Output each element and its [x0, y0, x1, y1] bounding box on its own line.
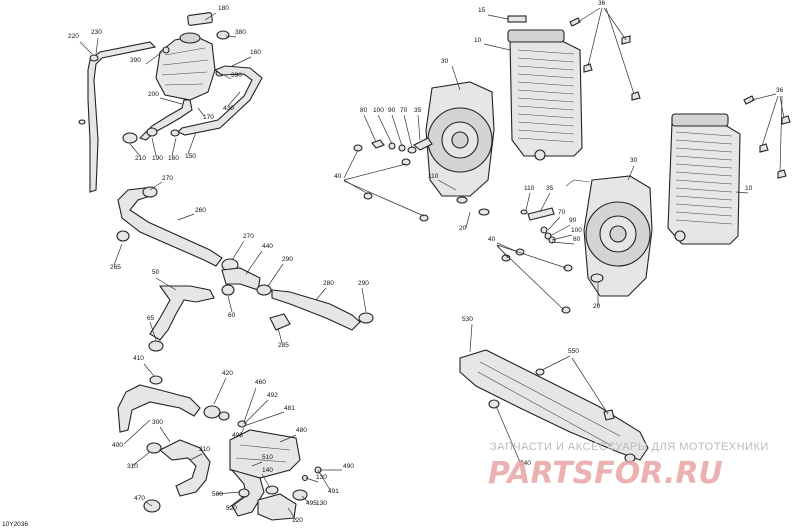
callout-label-40: 40 — [334, 173, 342, 180]
callout-label-40: 40 — [488, 236, 496, 243]
callout-label-180: 180 — [218, 5, 229, 12]
drawing-code: 10Y2036 — [2, 521, 28, 528]
callout-label-380: 380 — [235, 29, 246, 36]
callout-label-130: 130 — [316, 474, 327, 481]
callout-label-100: 100 — [571, 227, 582, 234]
callout-label-490: 490 — [343, 463, 354, 470]
callout-label-36: 36 — [776, 87, 784, 94]
callout-label-80: 80 — [360, 107, 368, 114]
hose-group-lower — [117, 375, 322, 521]
support-bracket — [459, 349, 649, 463]
callout-label-170: 170 — [203, 114, 214, 121]
callout-label-430: 430 — [223, 105, 234, 112]
callout-label-30: 30 — [441, 58, 449, 65]
callout-label-90: 90 — [569, 217, 577, 224]
callout-label-270: 270 — [162, 175, 173, 182]
callout-label-65: 65 — [147, 315, 155, 322]
callout-label-190: 190 — [152, 155, 163, 162]
callout-label-540: 540 — [520, 460, 531, 467]
callout-label-470: 470 — [134, 495, 145, 502]
callout-label-492: 492 — [267, 392, 278, 399]
callout-label-110: 110 — [428, 173, 439, 180]
callout-label-265: 265 — [110, 264, 121, 271]
callout-label-10: 10 — [745, 185, 753, 192]
callout-label-30: 30 — [630, 157, 638, 164]
callout-label-210: 210 — [135, 155, 146, 162]
callout-label-500: 500 — [212, 491, 223, 498]
hose-group-upper — [116, 186, 374, 352]
callout-label-440: 440 — [262, 243, 273, 250]
callout-label-300: 300 — [152, 419, 163, 426]
callout-label-290: 290 — [358, 280, 369, 287]
watermark-logo: PARTSFOR.RU — [488, 456, 723, 491]
callout-label-35: 35 — [546, 185, 554, 192]
callout-label-310: 310 — [199, 446, 210, 453]
callout-label-160: 160 — [250, 49, 261, 56]
callout-label-50: 50 — [152, 269, 160, 276]
callout-label-550: 550 — [568, 348, 579, 355]
callout-label-35: 35 — [414, 107, 422, 114]
watermark-caption: ЗАПЧАСТИ И АКСЕССУАРЫ ДЛЯ МОТОТЕХНИКИ — [490, 441, 769, 453]
callout-label-70: 70 — [558, 209, 566, 216]
callout-label-140: 140 — [262, 467, 273, 474]
callout-label-100: 100 — [373, 107, 384, 114]
callout-label-310: 310 — [127, 463, 138, 470]
callout-label-120: 120 — [292, 517, 303, 524]
radiator-fan-upper — [353, 15, 583, 222]
callout-label-481: 481 — [284, 405, 295, 412]
callout-label-390: 390 — [130, 57, 141, 64]
callout-label-530: 530 — [462, 316, 473, 323]
callout-label-498: 498 — [232, 432, 243, 439]
callout-label-230: 230 — [91, 29, 102, 36]
callout-label-480: 480 — [296, 427, 307, 434]
callout-label-410: 410 — [133, 355, 144, 362]
callout-label-60: 60 — [228, 312, 236, 319]
callout-label-285: 285 — [278, 342, 289, 349]
coolant-tank-assembly — [78, 12, 263, 193]
callout-label-280: 280 — [323, 280, 334, 287]
callout-label-15: 15 — [478, 7, 486, 14]
callout-label-150: 150 — [185, 153, 196, 160]
callout-label-390: 390 — [231, 72, 242, 79]
callout-label-290: 290 — [282, 256, 293, 263]
callout-label-20: 20 — [593, 303, 601, 310]
callout-label-80: 80 — [573, 236, 581, 243]
callout-label-400: 400 — [112, 442, 123, 449]
callout-label-220: 220 — [68, 33, 79, 40]
callout-label-260: 260 — [195, 207, 206, 214]
callout-label-160: 160 — [168, 155, 179, 162]
callout-label-495: 495 — [306, 500, 317, 507]
callout-label-36: 36 — [598, 0, 606, 7]
callout-label-491: 491 — [328, 488, 339, 495]
callout-label-130: 130 — [316, 500, 327, 507]
callout-label-420: 420 — [222, 370, 233, 377]
radiator-fan-lower — [501, 113, 741, 314]
callout-label-20: 20 — [459, 225, 467, 232]
callout-label-110: 110 — [524, 185, 535, 192]
callout-label-460: 460 — [255, 379, 266, 386]
callout-label-70: 70 — [400, 107, 408, 114]
callout-label-10: 10 — [474, 37, 482, 44]
callout-labels: 180 220 230 380 390 160 390 200 430 170 210 190 160 1… — [68, 0, 784, 524]
callout-label-270: 270 — [243, 233, 254, 240]
callout-label-510: 510 — [262, 454, 273, 461]
callout-label-90: 90 — [388, 107, 396, 114]
callout-label-520: 520 — [226, 505, 237, 512]
leader-lines — [79, 7, 785, 521]
callout-label-200: 200 — [148, 91, 159, 98]
